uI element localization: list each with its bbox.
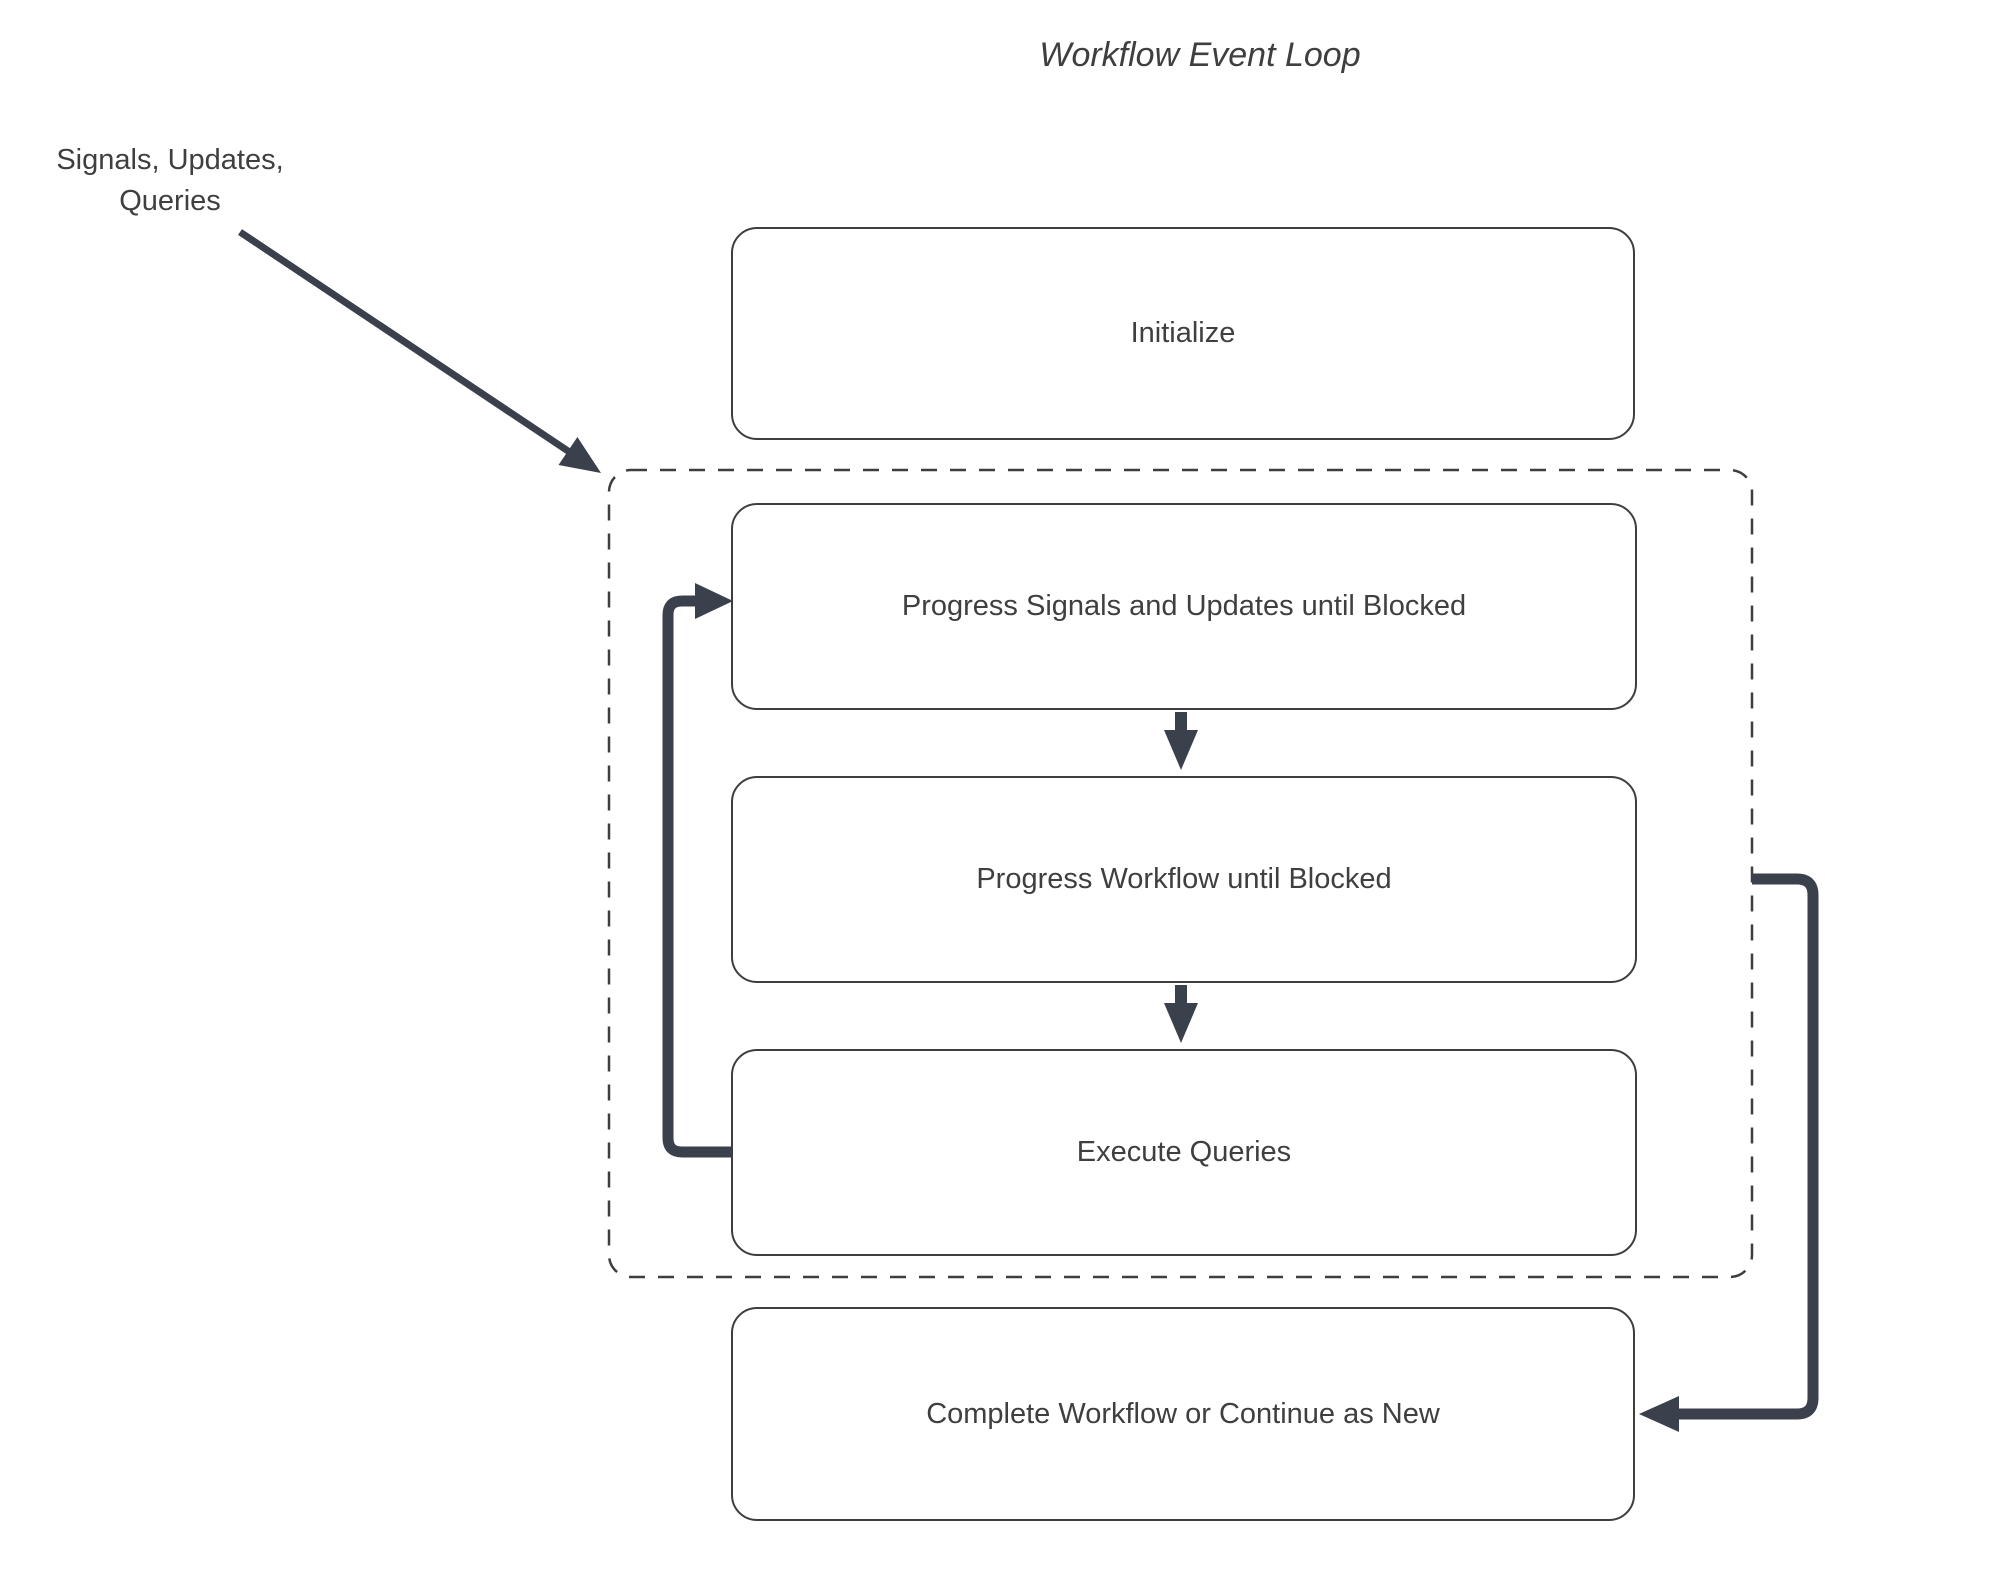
down-arrow-workflow-to-queries [1164, 985, 1198, 1043]
annotation-line-2: Queries [119, 185, 221, 217]
loop-back-arrow [662, 583, 733, 1158]
node-progress-workflow-label: Progress Workflow until Blocked [976, 863, 1392, 896]
continue-arrow [1639, 873, 1819, 1432]
node-progress-signals-updates: Progress Signals and Updates until Block… [731, 503, 1637, 710]
node-execute-queries-label: Execute Queries [1076, 1136, 1292, 1169]
signals-to-loop-arrow [238, 229, 601, 473]
node-complete-or-continue: Complete Workflow or Continue as New [731, 1307, 1635, 1521]
node-execute-queries: Execute Queries [731, 1049, 1637, 1256]
node-initialize: Initialize [731, 227, 1635, 440]
annotation-line-1: Signals, Updates, [56, 144, 284, 176]
down-arrow-signals-to-workflow [1164, 712, 1198, 770]
node-initialize-label: Initialize [1130, 317, 1236, 350]
node-complete-or-continue-label: Complete Workflow or Continue as New [926, 1397, 1440, 1430]
node-progress-signals-updates-label: Progress Signals and Updates until Block… [901, 590, 1467, 623]
diagram-title: Workflow Event Loop [1039, 36, 1361, 74]
signals-updates-queries-annotation: Signals, Updates, Queries [20, 140, 320, 222]
node-progress-workflow: Progress Workflow until Blocked [731, 776, 1637, 983]
